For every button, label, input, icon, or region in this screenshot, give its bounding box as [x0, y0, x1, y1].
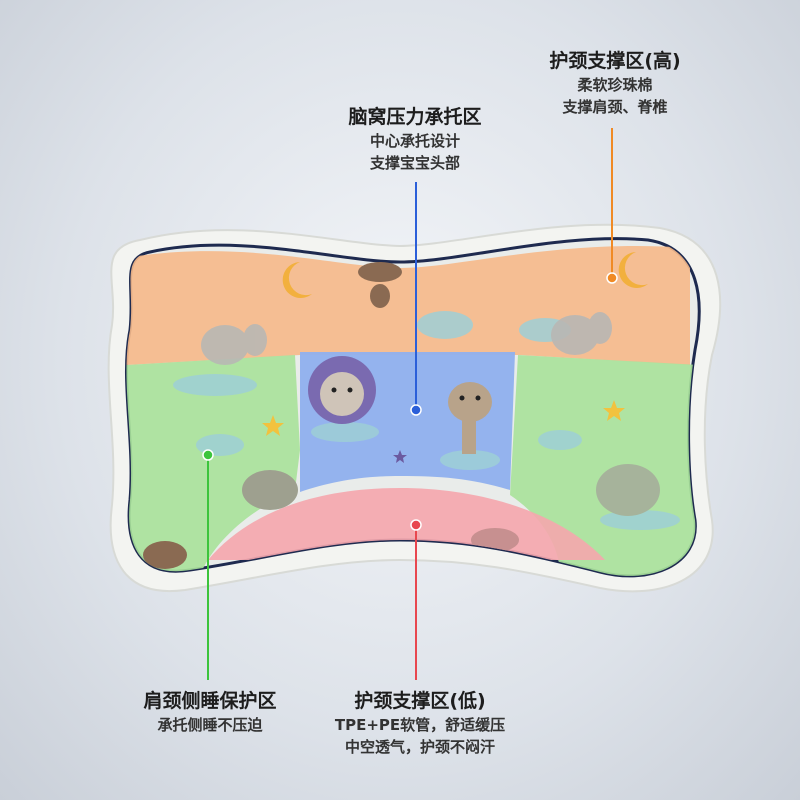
- side-zone-left: [126, 355, 300, 575]
- neck-high-leader-dot: [606, 272, 618, 284]
- giraffe-icon: [448, 382, 492, 454]
- side-leader-dot: [202, 449, 214, 461]
- neck-low-line-1: TPE+PE软管，舒适缓压: [334, 716, 506, 734]
- side-title: 肩颈侧睡保护区: [143, 690, 277, 712]
- center-line-1: 中心承托设计: [369, 132, 460, 150]
- lion-icon: [308, 356, 376, 424]
- center-label: 脑窝压力承托区 中心承托设计 支撑宝宝头部: [320, 104, 510, 174]
- center-title: 脑窝压力承托区: [348, 106, 482, 128]
- cloud-icon: [173, 311, 680, 530]
- elephant-icon: [201, 312, 612, 365]
- side-label: 肩颈侧睡保护区 承托侧睡不压迫: [120, 688, 300, 736]
- neck-low-label: 护颈支撑区(低) TPE+PE软管，舒适缓压 中空透气，护颈不闷汗: [305, 688, 535, 758]
- center-line-2: 支撑宝宝头部: [369, 154, 460, 172]
- neck-high-label: 护颈支撑区(高) 柔软珍珠棉 支撑肩颈、脊椎: [530, 48, 700, 118]
- star-icon: [262, 400, 625, 463]
- leader-lines: [202, 128, 618, 680]
- monkey-icon: [143, 262, 402, 569]
- side-line-1: 承托侧睡不压迫: [157, 716, 263, 734]
- center-leader-dot: [410, 404, 422, 416]
- neck-low-leader-dot: [410, 519, 422, 531]
- moon-icon: [282, 252, 648, 298]
- neck-high-title: 护颈支撑区(高): [549, 50, 681, 72]
- neck-low-title: 护颈支撑区(低): [354, 690, 486, 712]
- hippo-icon: [242, 464, 660, 552]
- neck-high-line-1: 柔软珍珠棉: [577, 76, 653, 94]
- neck-low-line-2: 中空透气，护颈不闷汗: [344, 738, 495, 756]
- neck-high-line-2: 支撑肩颈、脊椎: [562, 98, 668, 116]
